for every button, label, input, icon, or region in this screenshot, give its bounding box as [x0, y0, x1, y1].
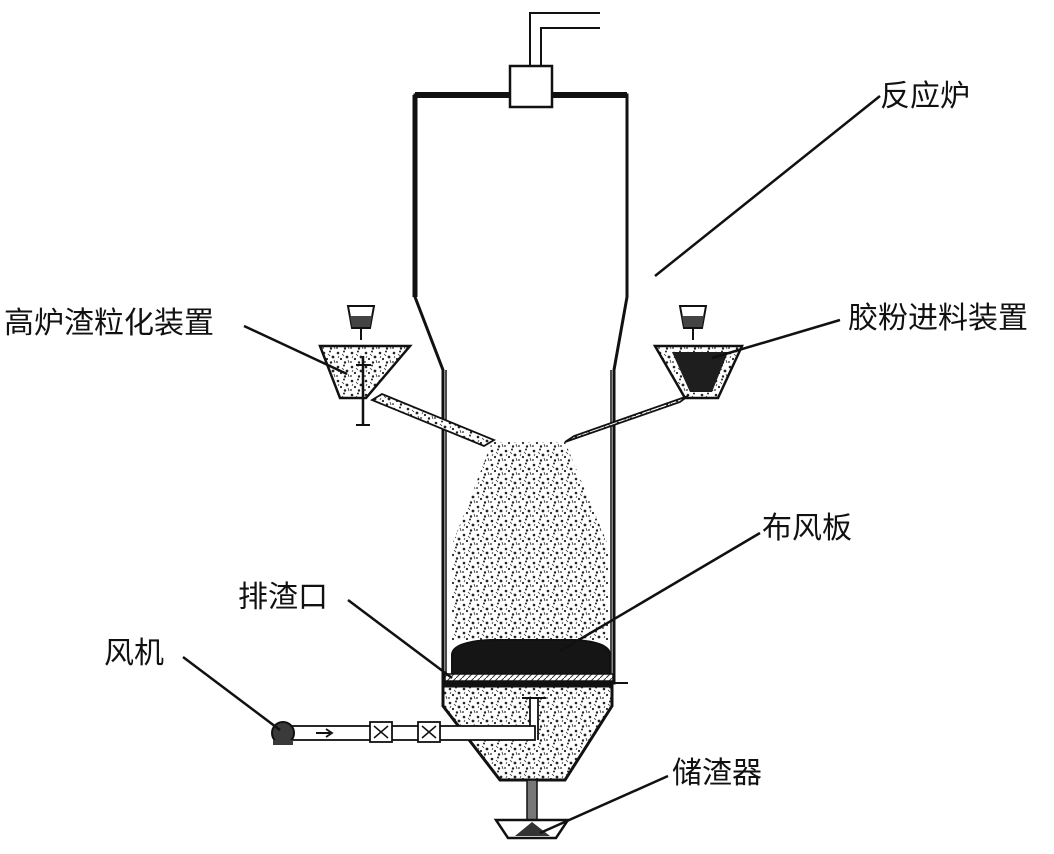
slag-storage-vessel — [493, 779, 571, 840]
air-distributor-plate — [443, 639, 628, 684]
exhaust-pipe — [529, 12, 600, 68]
label-rubber-feeder: 胶粉进料装置 — [848, 301, 1028, 336]
rubber-powder-feeding-device — [564, 305, 744, 443]
particle-spray — [452, 442, 608, 640]
leader-slag-granulator — [243, 324, 348, 376]
leader-rubber-feeder — [711, 318, 841, 360]
label-slag-outlet: 排渣口 — [238, 580, 328, 615]
leader-slag-outlet — [347, 599, 453, 679]
label-air-distributor: 布风板 — [762, 511, 852, 546]
fan-air-line — [271, 721, 536, 745]
leader-fan — [182, 656, 281, 731]
label-slag-granulator: 高炉渣粒化装置 — [4, 306, 214, 341]
leader-air-distributor — [559, 531, 761, 653]
label-slag-storage: 储渣器 — [672, 756, 762, 791]
label-reactor: 反应炉 — [880, 79, 970, 114]
leader-slag-storage — [539, 774, 669, 835]
slag-granulation-device — [318, 305, 497, 448]
leader-reactor — [654, 95, 881, 277]
leader-lines — [182, 95, 881, 835]
label-fan: 风机 — [104, 636, 164, 671]
